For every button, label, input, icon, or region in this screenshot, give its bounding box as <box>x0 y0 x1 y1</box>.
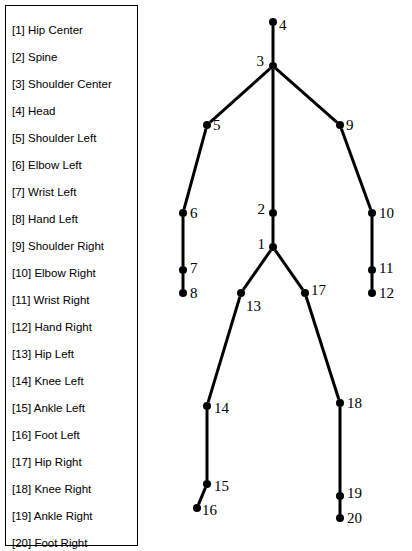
joint-number: 17 <box>311 282 326 298</box>
bone-line <box>272 70 275 209</box>
bone-line <box>210 69 270 123</box>
joint-number: 11 <box>379 260 393 276</box>
joint-dot: 15 <box>203 480 211 488</box>
joint-dot: 19 <box>336 492 344 500</box>
joint-list-item: [4] Head <box>12 98 137 125</box>
joint-list-item: [16] Foot Left <box>12 422 137 449</box>
bone-line <box>341 129 370 209</box>
joint-list-item: [2] Spine <box>12 44 137 71</box>
bone-line <box>184 129 206 209</box>
joint-list-item: [13] Hip Left <box>12 341 137 368</box>
joint-number: 4 <box>279 17 287 33</box>
joint-dot: 5 <box>203 121 211 129</box>
joint-list-box: [1] Hip Center[2] Spine[3] Shoulder Cent… <box>5 5 138 546</box>
bone-line <box>276 69 337 123</box>
joint-list-item: [3] Shoulder Center <box>12 71 137 98</box>
joint-dot: 16 <box>193 504 201 512</box>
joint-dot: 1 <box>269 243 277 251</box>
joint-dot: 17 <box>301 289 309 297</box>
joint-list-item: [11] Wrist Right <box>12 287 137 314</box>
bone-line <box>199 488 206 505</box>
joint-number: 13 <box>246 298 261 314</box>
joint-number: 3 <box>257 53 265 69</box>
joint-dot: 10 <box>368 209 376 217</box>
joint-dot: 14 <box>203 402 211 410</box>
joint-list-item: [15] Ankle Left <box>12 395 137 422</box>
joint-number: 12 <box>379 285 394 301</box>
joint-number: 20 <box>347 510 362 526</box>
joint-list-item: [7] Wrist Left <box>12 179 137 206</box>
joint-number: 16 <box>202 502 217 518</box>
bone-line <box>206 410 209 480</box>
bone-line <box>371 274 374 289</box>
joint-list-item: [1] Hip Center <box>12 17 137 44</box>
joint-number: 1 <box>258 236 266 252</box>
joint-number: 18 <box>347 395 362 411</box>
joint-list-item: [18] Knee Right <box>12 476 137 503</box>
joint-dot: 20 <box>336 514 344 522</box>
joint-list-item: [20] Foot Right <box>12 530 137 551</box>
joint-dot: 6 <box>179 209 187 217</box>
joint-number: 6 <box>190 205 198 221</box>
joint-number: 15 <box>214 478 229 494</box>
bone-line <box>182 274 185 289</box>
joint-list-item: [19] Ankle Right <box>12 503 137 530</box>
joint-number: 10 <box>379 205 394 221</box>
bone-line <box>272 217 275 243</box>
joint-dot: 4 <box>269 18 277 26</box>
joint-dot: 9 <box>336 121 344 129</box>
joint-number: 2 <box>258 201 266 217</box>
joint-number: 14 <box>214 400 229 416</box>
bone-line <box>306 297 339 399</box>
joint-list-item: [12] Hand Right <box>12 314 137 341</box>
joint-list-item: [6] Elbow Left <box>12 152 137 179</box>
bone-line <box>371 217 374 266</box>
bone-line <box>339 500 342 514</box>
joint-dot: 2 <box>269 209 277 217</box>
joint-dot: 18 <box>336 399 344 407</box>
bone-line <box>339 407 342 492</box>
joint-list-item: [8] Hand Left <box>12 206 137 233</box>
joint-list-item: [5] Shoulder Left <box>12 125 137 152</box>
joint-list-item: [10] Elbow Right <box>12 260 137 287</box>
joint-number: 19 <box>347 485 362 501</box>
joint-list-item: [9] Shoulder Right <box>12 233 137 260</box>
bone-line <box>208 297 240 402</box>
joint-number: 7 <box>190 260 198 276</box>
joint-dot: 3 <box>269 62 277 70</box>
joint-dot: 8 <box>179 289 187 297</box>
joint-number: 5 <box>213 117 221 133</box>
joint-list-item: [17] Hip Right <box>12 449 137 476</box>
joint-number: 9 <box>346 117 354 133</box>
bone-line <box>272 26 275 62</box>
joint-dot: 12 <box>368 289 376 297</box>
joint-dot: 7 <box>179 266 187 274</box>
bone-line <box>243 250 270 289</box>
joint-dot: 13 <box>237 289 245 297</box>
joint-list-item: [14] Knee Left <box>12 368 137 395</box>
joint-dot: 11 <box>368 266 376 274</box>
bone-line <box>182 217 185 266</box>
bone-line <box>275 250 302 289</box>
joint-number: 8 <box>190 285 198 301</box>
